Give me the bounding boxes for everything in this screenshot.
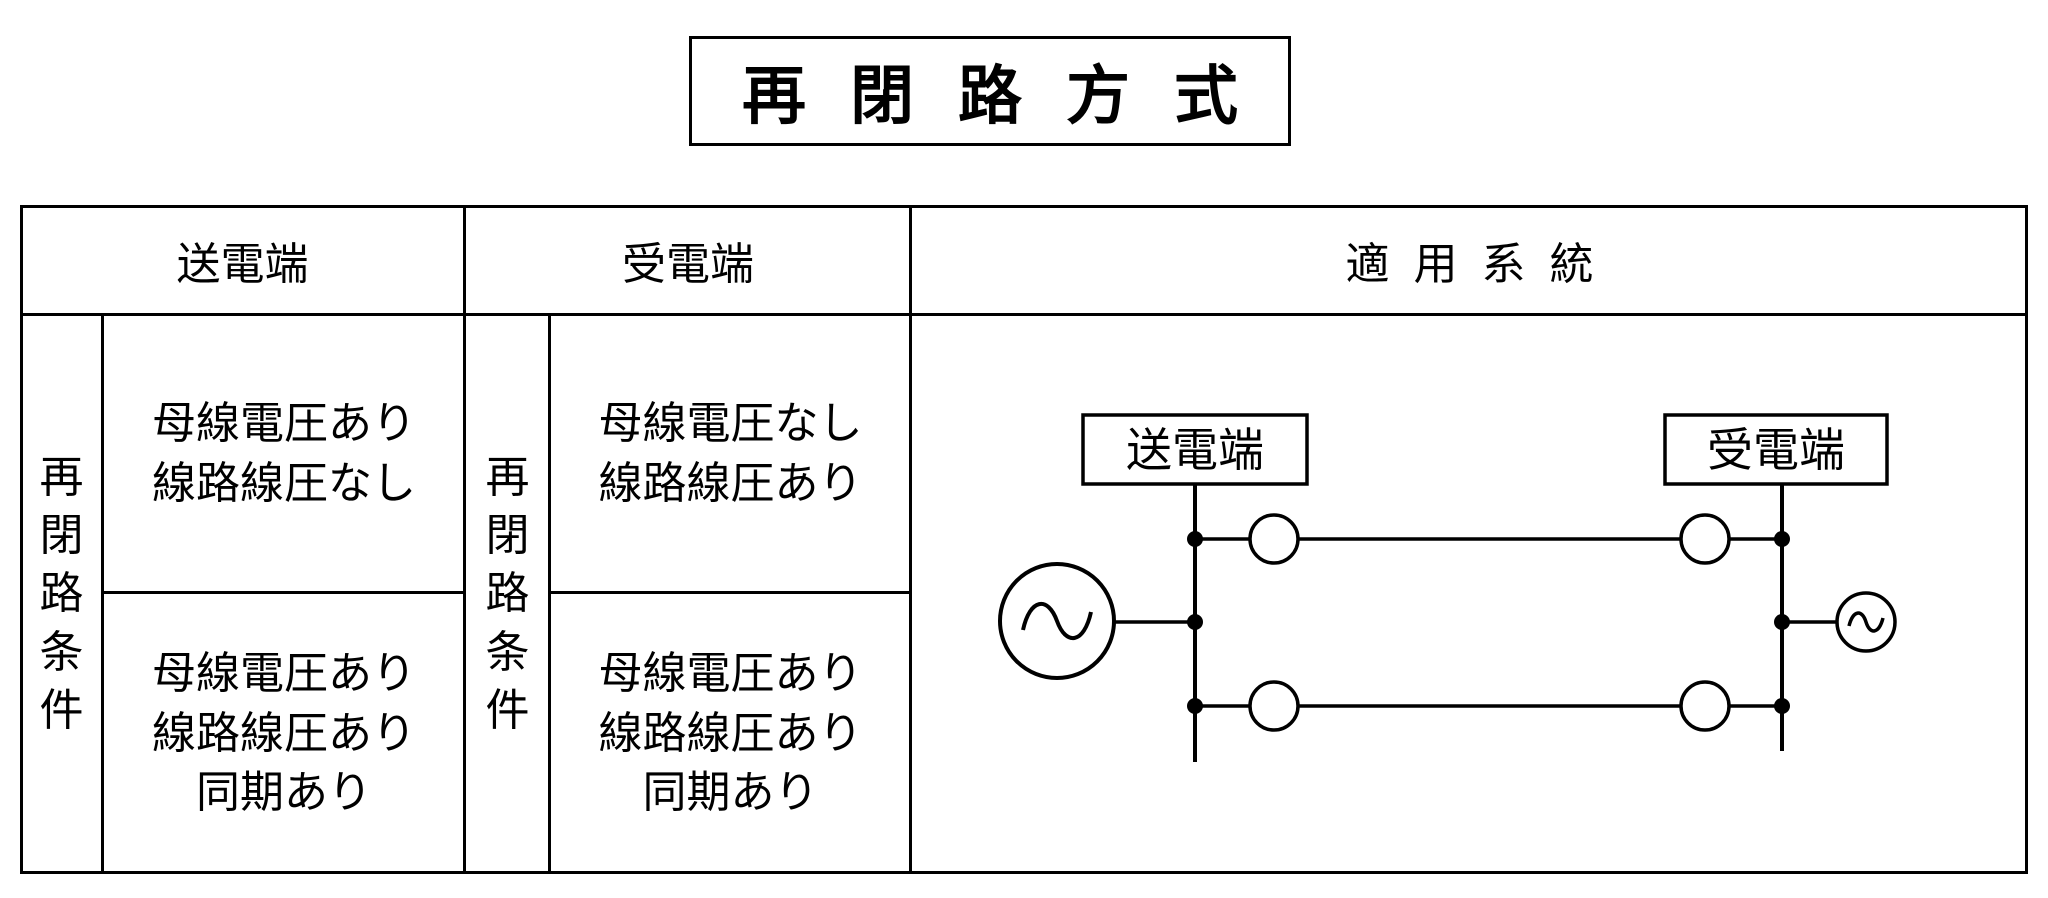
- breaker-icon: [1248, 513, 1300, 565]
- receiving-condition1-line2: 線路線圧あり: [598, 459, 863, 508]
- receiving-row-label: 再閉路条件: [485, 453, 530, 735]
- sending-condition1-cell: 母線電圧あり 線路線圧なし: [103, 315, 465, 593]
- receiving-condition2-line1: 母線電圧あり: [598, 648, 863, 698]
- sending-condition2-line1: 母線電圧あり: [152, 648, 416, 698]
- diagram-sending-end-label: 送電端: [1126, 424, 1264, 476]
- receiving-condition1-cell: 母線電圧なし 線路線圧あり: [550, 315, 911, 593]
- receiving-condition2-cell: 母線電圧あり 線路線圧あり 同期あり: [550, 593, 911, 874]
- column-divider-receiving-system: [909, 205, 912, 874]
- breaker-icon: [1248, 680, 1300, 732]
- sending-end-label-box: [1081, 413, 1309, 486]
- receiving-row-label-cell: 再閉路条件: [465, 315, 550, 874]
- breaker-icon: [1679, 680, 1731, 732]
- receiving-label-divider: [548, 315, 551, 874]
- column-divider-sending-receiving: [463, 205, 466, 874]
- sending-condition1-line2: 線路線圧なし: [152, 459, 416, 508]
- header-receiving-end: 受電端: [622, 240, 754, 289]
- receiving-condition1-line1: 母線電圧なし: [598, 399, 863, 449]
- sine-wave-icon: [1021, 601, 1093, 641]
- sending-condition1-line1: 母線電圧あり: [152, 399, 416, 449]
- breaker-icon: [1679, 513, 1731, 565]
- sending-label-divider: [101, 315, 104, 874]
- receiving-condition2-line3: 同期あり: [642, 768, 819, 818]
- sine-wave-icon: [1847, 611, 1885, 633]
- junction-dot: [1774, 698, 1790, 714]
- receiving-end-label-box: [1663, 413, 1889, 486]
- receiving-row-divider: [548, 591, 911, 594]
- page-title: 再閉路方式: [742, 60, 1282, 132]
- sending-condition2-line2: 線路線圧あり: [152, 708, 416, 758]
- header-applied-system: 適用系統: [1345, 240, 1618, 289]
- header-bottom-rule: [20, 313, 2028, 316]
- junction-dot: [1187, 698, 1203, 714]
- page-title-box: 再閉路方式: [689, 36, 1291, 146]
- sending-row-label: 再閉路条件: [39, 453, 84, 735]
- header-sending-end: 送電端: [176, 240, 309, 289]
- receiving-condition2-line2: 線路線圧あり: [598, 708, 863, 758]
- junction-dot: [1774, 531, 1790, 547]
- sending-row-label-cell: 再閉路条件: [20, 315, 103, 874]
- sending-row-divider: [101, 591, 465, 594]
- junction-dot: [1774, 614, 1790, 630]
- sending-condition2-line3: 同期あり: [196, 768, 372, 818]
- table-frame: [20, 205, 2028, 874]
- junction-dot: [1187, 531, 1203, 547]
- sending-condition2-cell: 母線電圧あり 線路線圧あり 同期あり: [103, 593, 465, 874]
- diagram-receiving-end-label: 受電端: [1707, 424, 1845, 476]
- junction-dot: [1187, 614, 1203, 630]
